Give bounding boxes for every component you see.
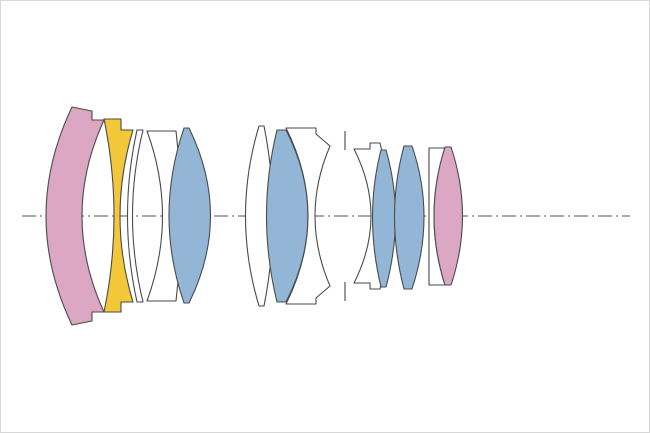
lens-11 — [394, 145, 425, 290]
lens-5 — [168, 127, 212, 304]
lens-8 — [285, 127, 331, 305]
lens-3 — [126, 129, 144, 303]
lens-1 — [45, 106, 105, 326]
lens-10 — [371, 149, 397, 288]
lens-13 — [433, 146, 464, 286]
lens-2 — [103, 118, 134, 313]
